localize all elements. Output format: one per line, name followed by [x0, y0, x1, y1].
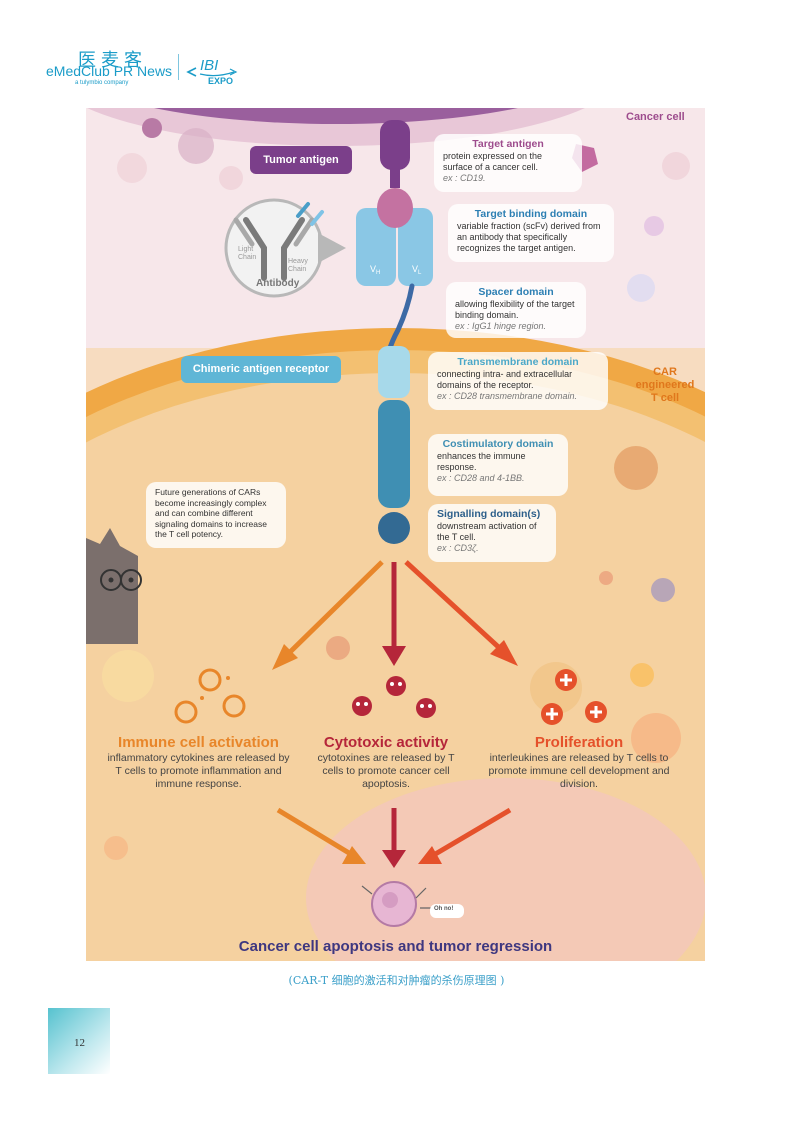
- heavy-chain-label: Heavy Chain: [288, 258, 308, 273]
- outcome-text: interleukines are released by T cells to…: [488, 752, 670, 790]
- card-signalling-domain: Signalling domain(s) downstream activati…: [428, 504, 556, 562]
- car-t-infographic: VH VL: [86, 108, 705, 961]
- ibi-expo-logo: IBI EXPO: [186, 52, 246, 93]
- cytokine-icons: [174, 668, 246, 724]
- outcome-proliferation: Proliferation interleukines are released…: [484, 734, 674, 791]
- costimulatory-domain: [378, 400, 410, 508]
- card-title: Signalling domain(s): [437, 508, 541, 520]
- outcome-title: Immune cell activation: [118, 734, 279, 751]
- card-example: ex : CD28 transmembrane domain.: [437, 391, 578, 401]
- page-number: 12: [74, 1037, 85, 1049]
- brand-logo-english: eMedClub PR News: [46, 63, 173, 79]
- outcome-text: inflammatory cytokines are released by T…: [107, 752, 290, 790]
- svg-text:EXPO: EXPO: [208, 76, 233, 86]
- transmembrane-domain: [378, 346, 410, 398]
- oh-no-bubble: Oh no!: [434, 906, 454, 912]
- card-title: Costimulatory domain: [442, 438, 554, 450]
- antigen-binding-site: [377, 188, 413, 228]
- signalling-domain: [378, 512, 410, 544]
- antibody-title: Antibody: [256, 278, 300, 289]
- outcome-cytotoxic-activity: Cytotoxic activity cytotoxines are relea…: [310, 734, 462, 791]
- future-cars-note: Future generations of CARs become increa…: [146, 482, 286, 548]
- card-title: Target antigen: [472, 138, 544, 150]
- figure-caption: (CAR-T 细胞的激活和对肿瘤的杀伤原理图 ): [288, 974, 505, 987]
- card-text: protein expressed on the surface of a ca…: [443, 151, 543, 172]
- light-chain-label: Light Chain: [238, 246, 257, 261]
- card-example: ex : CD28 and 4-1BB.: [437, 473, 525, 483]
- card-example: ex : CD19.: [443, 173, 486, 183]
- brand-logo-chinese: 医麦客: [78, 50, 147, 71]
- card-title: Spacer domain: [478, 286, 554, 298]
- card-title: Transmembrane domain: [457, 356, 579, 368]
- svg-text:IBI: IBI: [200, 57, 218, 74]
- card-transmembrane-domain: Transmembrane domain connecting intra- a…: [428, 352, 608, 410]
- tumor-antigen-shape: [380, 120, 410, 170]
- card-example: ex : IgG1 hinge region.: [455, 321, 547, 331]
- card-target-binding-domain: Target binding domain variable fraction …: [448, 204, 614, 262]
- dying-cancer-cell: [361, 881, 464, 927]
- svg-text:VH: VH: [370, 264, 380, 276]
- vh-domain: [356, 208, 396, 286]
- outcome-title: Cytotoxic activity: [323, 734, 449, 751]
- outcome-title: Proliferation: [534, 734, 624, 751]
- vl-domain: [398, 208, 433, 286]
- car-t-cell-label: CAR engineered T cell: [635, 366, 695, 404]
- logo-divider: [178, 54, 179, 80]
- outcome-text: cytotoxines are released by T cells to p…: [317, 752, 455, 790]
- svg-text:VL: VL: [412, 264, 422, 276]
- outcome-immune-activation: Immune cell activation inflammatory cyto…: [106, 734, 291, 791]
- card-costimulatory-domain: Costimulatory domain enhances the immune…: [428, 434, 568, 496]
- card-text: variable fraction (scFv) derived from an…: [457, 221, 601, 253]
- page-number-box: [48, 1008, 110, 1074]
- card-text: downstream activation of the T cell.: [437, 521, 537, 542]
- brand-logo-subtitle: a tulymbio company: [75, 80, 129, 86]
- card-text: enhances the immune response.: [437, 451, 526, 472]
- proliferation-icons: [541, 669, 607, 725]
- car-label: Chimeric antigen receptor: [181, 356, 341, 383]
- antibody-icon: [233, 202, 324, 281]
- card-example: ex : CD3ζ.: [437, 543, 479, 553]
- tumor-antigen-label: Tumor antigen: [250, 146, 352, 174]
- card-title: Target binding domain: [474, 208, 588, 220]
- card-target-antigen: Target antigen protein expressed on the …: [434, 134, 582, 192]
- cancer-cell-label: Cancer cell: [626, 111, 685, 123]
- card-text: allowing flexibility of the target bindi…: [455, 299, 575, 320]
- card-spacer-domain: Spacer domain allowing flexibility of th…: [446, 282, 586, 338]
- bottom-title: Cancer cell apoptosis and tumor regressi…: [238, 938, 553, 955]
- cat-illustration: [86, 528, 142, 644]
- card-text: connecting intra- and extracellular doma…: [437, 369, 573, 390]
- skull-icons: [352, 676, 436, 718]
